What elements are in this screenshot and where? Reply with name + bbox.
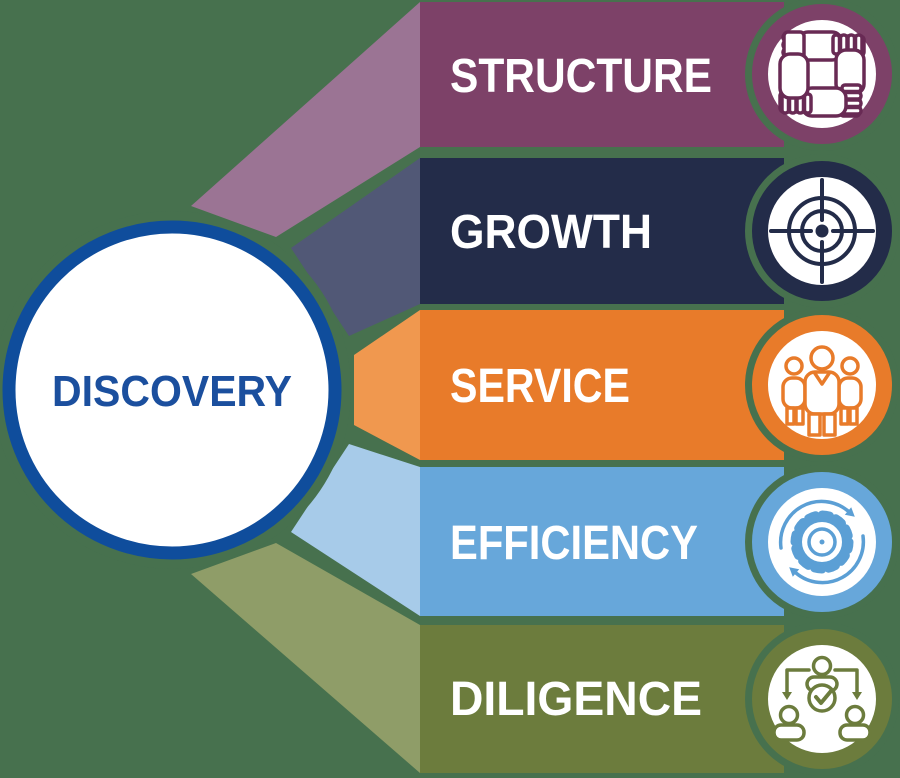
ribbon-growth — [291, 158, 420, 336]
refresh-arrowhead — [844, 507, 855, 517]
band-service-icon-badge — [745, 308, 899, 462]
ribbon-diligence — [191, 543, 420, 773]
band-diligence-group: DILIGENCE — [420, 622, 899, 776]
ribbon-efficiency — [291, 444, 420, 616]
person-leg — [785, 406, 796, 426]
person-head — [844, 704, 866, 726]
band-service-group: SERVICE — [420, 308, 899, 462]
person-head — [840, 356, 860, 376]
band-structure — [420, 2, 784, 147]
person-shoulders — [838, 723, 872, 742]
band-efficiency-label: EFFICIENCY — [450, 517, 698, 570]
band-efficiency-icon-badge — [745, 465, 899, 619]
ribbon-service — [354, 310, 420, 460]
person-head — [811, 655, 833, 677]
person-leg — [839, 406, 850, 426]
band-growth — [420, 158, 784, 304]
refresh-arrow-bottom — [794, 534, 866, 585]
gear-refresh-icon — [778, 499, 866, 585]
person-shoulders — [772, 723, 806, 742]
refresh-arrowhead — [789, 567, 800, 577]
band-efficiency-group: EFFICIENCY — [420, 465, 899, 619]
person-head — [784, 356, 804, 376]
gear-center-dot — [819, 539, 825, 545]
discovery-label: DISCOVERY — [52, 367, 292, 416]
people-group-icon — [781, 345, 863, 437]
band-service-label: SERVICE — [450, 360, 630, 413]
gear-body — [798, 518, 846, 566]
band-diligence-icon-badge — [745, 622, 899, 776]
band-service — [420, 310, 784, 460]
band-diligence-label: DILIGENCE — [450, 673, 702, 726]
org-approval-icon — [772, 655, 872, 742]
target-crosshair-icon — [769, 178, 875, 284]
band-growth-group: GROWTH — [420, 154, 899, 308]
band-structure-icon-badge — [745, 0, 899, 151]
flow-arrow-left — [785, 668, 811, 695]
ribbon-structure — [191, 2, 420, 237]
band-structure-group: STRUCTURE — [420, 0, 899, 151]
flow-arrow-right — [833, 668, 859, 695]
person-collar — [812, 371, 832, 386]
person-head — [809, 345, 835, 371]
target-center-dot — [815, 224, 829, 238]
gear-teeth — [790, 510, 854, 574]
band-structure-label: STRUCTURE — [450, 50, 712, 103]
person-body — [781, 376, 807, 410]
discovery-circle-group: DISCOVERY — [0, 211, 351, 569]
person-leg — [822, 412, 837, 437]
person-body — [803, 370, 841, 416]
refresh-arrow-top — [778, 499, 850, 550]
gear-hole — [807, 527, 837, 557]
person-body — [837, 376, 863, 410]
person-leg — [807, 412, 822, 437]
check-mark — [814, 689, 833, 705]
check-circle — [807, 683, 837, 713]
flow-arrowhead — [782, 692, 792, 700]
band-growth-label: GROWTH — [450, 206, 652, 259]
flow-arrowhead — [852, 692, 862, 700]
band-efficiency — [420, 467, 784, 616]
person-leg — [848, 406, 859, 426]
band-diligence — [420, 625, 784, 773]
discovery-circle — [2, 220, 342, 560]
person-head — [778, 704, 800, 726]
band-growth-icon-badge — [745, 154, 899, 308]
person-leg — [794, 406, 805, 426]
